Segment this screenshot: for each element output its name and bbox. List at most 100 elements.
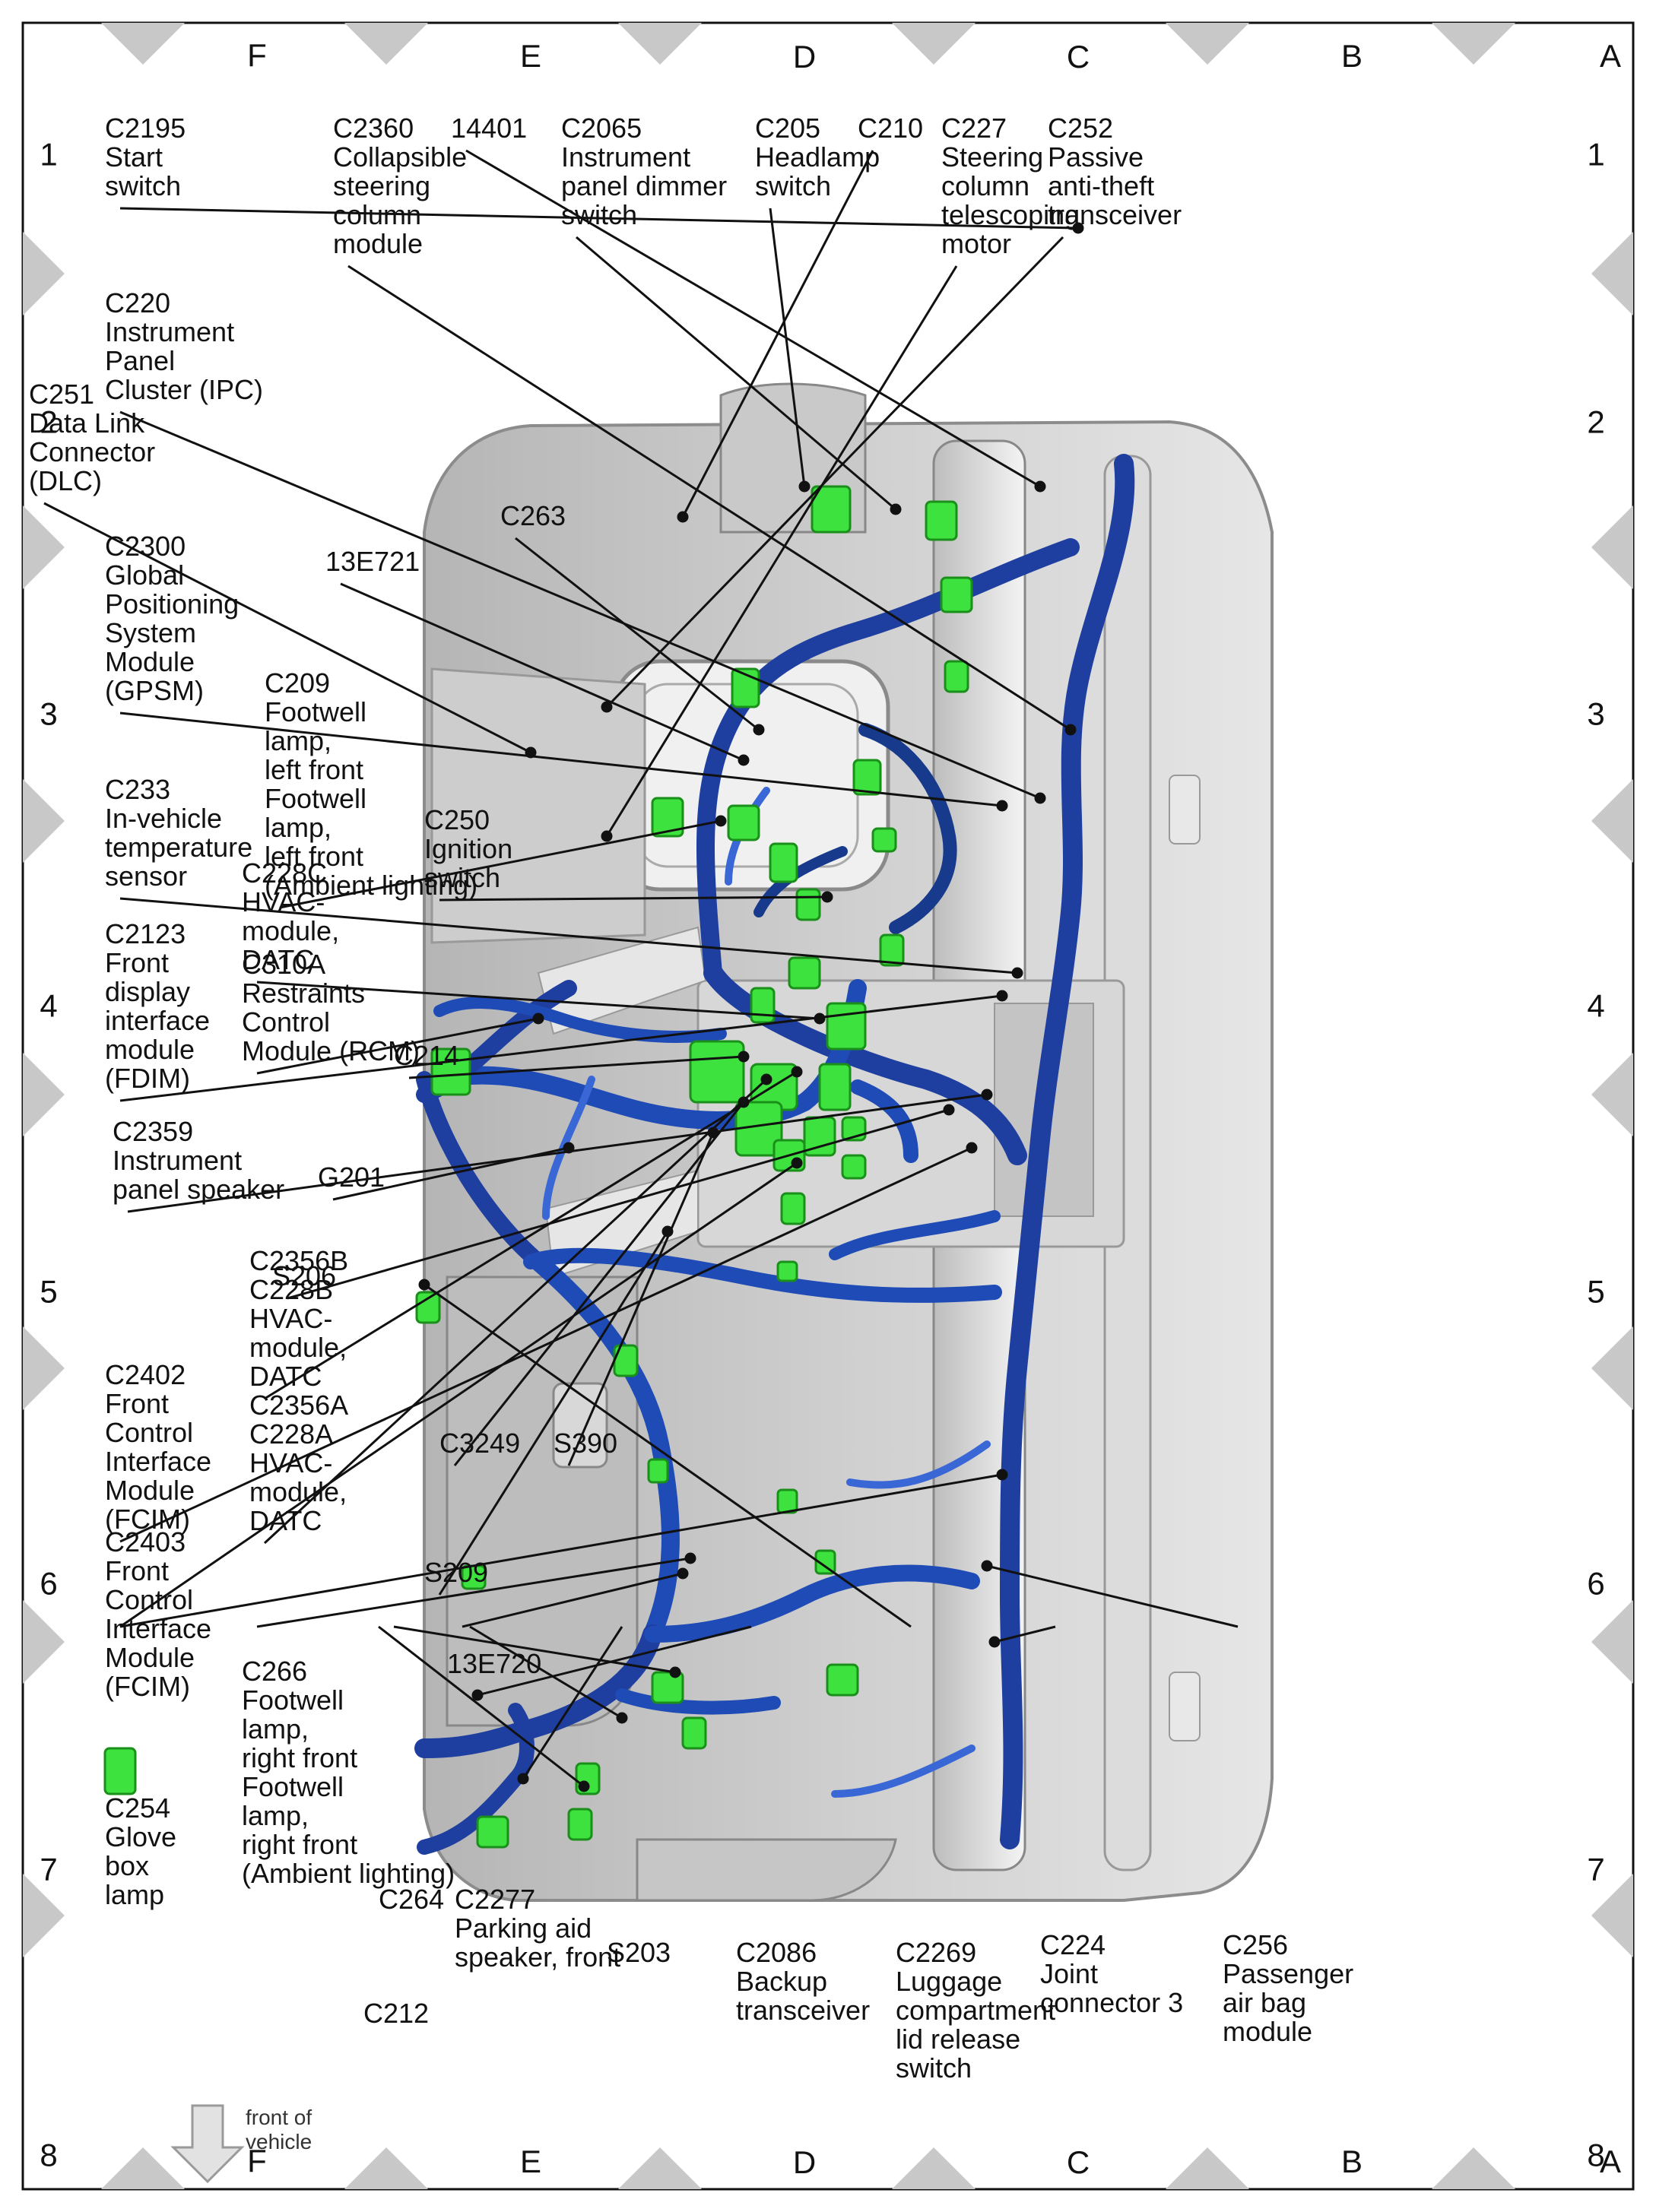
zone-marker bbox=[1591, 1326, 1633, 1410]
leader-13e720 bbox=[462, 1572, 684, 1628]
callout-line: (FCIM) bbox=[105, 1671, 190, 1702]
callout-line: Front bbox=[105, 1388, 170, 1419]
callout-line: C233 bbox=[105, 774, 171, 805]
callout-line: Backup bbox=[736, 1966, 828, 1997]
callout-line: C2402 bbox=[105, 1359, 186, 1390]
callout-line: C256 bbox=[1223, 1929, 1289, 1960]
callout-line: DATC bbox=[249, 1505, 322, 1536]
leader-arrowhead bbox=[661, 1225, 674, 1238]
callout-c210: C210 bbox=[858, 113, 923, 144]
leader-c205 bbox=[769, 208, 806, 487]
leader-c251 bbox=[43, 502, 531, 754]
callout-line: Instrument bbox=[113, 1145, 243, 1176]
callout-line: box bbox=[105, 1850, 150, 1881]
leader-arrowhead bbox=[1011, 967, 1023, 979]
zone-marker bbox=[892, 2147, 976, 2189]
grid-row-e: E bbox=[519, 38, 542, 74]
leader-c209 bbox=[279, 819, 722, 909]
leader-c250 bbox=[439, 895, 828, 902]
grid-zone-markers bbox=[23, 23, 1633, 2189]
leader-s203 bbox=[522, 1626, 623, 1779]
callout-line: HVAC- bbox=[249, 1447, 333, 1478]
callout-line: lamp bbox=[105, 1879, 165, 1910]
grid-row-f: F bbox=[247, 36, 267, 73]
leader-13e721 bbox=[340, 582, 744, 762]
zone-marker bbox=[23, 1874, 65, 1957]
grid-col-1: 1 bbox=[1587, 136, 1605, 173]
leader-arrowhead bbox=[517, 1773, 529, 1785]
callout-line: System bbox=[105, 617, 197, 648]
callout-line: Instrument bbox=[561, 141, 691, 173]
callout-line: C228B bbox=[249, 1274, 334, 1305]
zone-marker bbox=[1432, 23, 1515, 65]
callout-line: Interface bbox=[105, 1613, 212, 1644]
leader-arrowhead bbox=[996, 800, 1008, 812]
zone-marker bbox=[618, 2147, 702, 2189]
callout-line: air bag bbox=[1223, 1987, 1307, 2018]
leader-arrowhead bbox=[943, 1104, 955, 1116]
callout-13e720: 13E720 bbox=[447, 1648, 541, 1679]
callout-line: Footwell bbox=[242, 1684, 344, 1716]
zone-marker bbox=[1166, 2147, 1249, 2189]
callout-line: Connector bbox=[29, 436, 156, 467]
zone-marker bbox=[892, 23, 976, 65]
front-arrow-icon bbox=[170, 2104, 245, 2184]
grid-row-c: C bbox=[1066, 2144, 1090, 2181]
callout-line: C2123 bbox=[105, 918, 186, 949]
callout-line: Module (RCM) bbox=[242, 1035, 420, 1066]
grid-col-4: 4 bbox=[40, 987, 58, 1024]
grid-row-d: D bbox=[792, 39, 817, 75]
callout-line: S390 bbox=[554, 1428, 618, 1459]
callout-line: C2356B bbox=[249, 1245, 349, 1276]
grid-col-5: 5 bbox=[40, 1273, 58, 1310]
leader-arrowhead bbox=[707, 1127, 719, 1139]
leader-lines bbox=[43, 149, 1239, 1792]
callout-line: transceiver bbox=[736, 1995, 871, 2026]
callout-line: Ignition bbox=[424, 833, 513, 864]
zone-marker bbox=[1591, 779, 1633, 863]
grid-col-8: 8 bbox=[1587, 2137, 1605, 2173]
callout-line: C263 bbox=[500, 500, 566, 531]
grid-col-1: 1 bbox=[40, 136, 58, 173]
callout-line: Interface bbox=[105, 1446, 212, 1477]
leader-arrowhead bbox=[988, 1636, 1001, 1648]
callout-line: lid release bbox=[896, 2023, 1021, 2055]
callout-line: Control bbox=[242, 1006, 331, 1038]
callout-line: lamp, bbox=[242, 1713, 309, 1745]
callout-line: left front bbox=[265, 754, 364, 785]
callout-line: Footwell bbox=[242, 1771, 344, 1802]
callout-line: sensor bbox=[105, 860, 188, 892]
leader-s390 bbox=[567, 1132, 715, 1466]
callout-line: interface bbox=[105, 1005, 211, 1036]
leader-arrowhead bbox=[821, 891, 833, 903]
leader-arrowhead bbox=[578, 1780, 590, 1792]
leader-c2356b bbox=[264, 1070, 798, 1400]
leader-arrowhead bbox=[791, 1066, 803, 1078]
leader-arrowhead bbox=[677, 1567, 689, 1580]
leader-c2402 bbox=[119, 1146, 972, 1543]
callout-line: C2277 bbox=[455, 1884, 536, 1915]
leader-c2360 bbox=[347, 265, 1071, 731]
zone-marker bbox=[1591, 505, 1633, 589]
callout-line: display bbox=[105, 976, 191, 1007]
callout-line: module bbox=[1223, 2016, 1313, 2047]
grid-col-3: 3 bbox=[1587, 696, 1605, 732]
zone-marker bbox=[1591, 1600, 1633, 1684]
callout-line: C264 bbox=[379, 1884, 445, 1915]
callout-line: Passenger bbox=[1223, 1958, 1354, 1989]
callout-line: Headlamp bbox=[755, 141, 880, 173]
callout-line: Collapsible bbox=[333, 141, 468, 173]
callout-line: Restraints bbox=[242, 978, 366, 1009]
callout-line: S203 bbox=[607, 1937, 671, 1968]
zone-marker bbox=[1591, 1874, 1633, 1957]
